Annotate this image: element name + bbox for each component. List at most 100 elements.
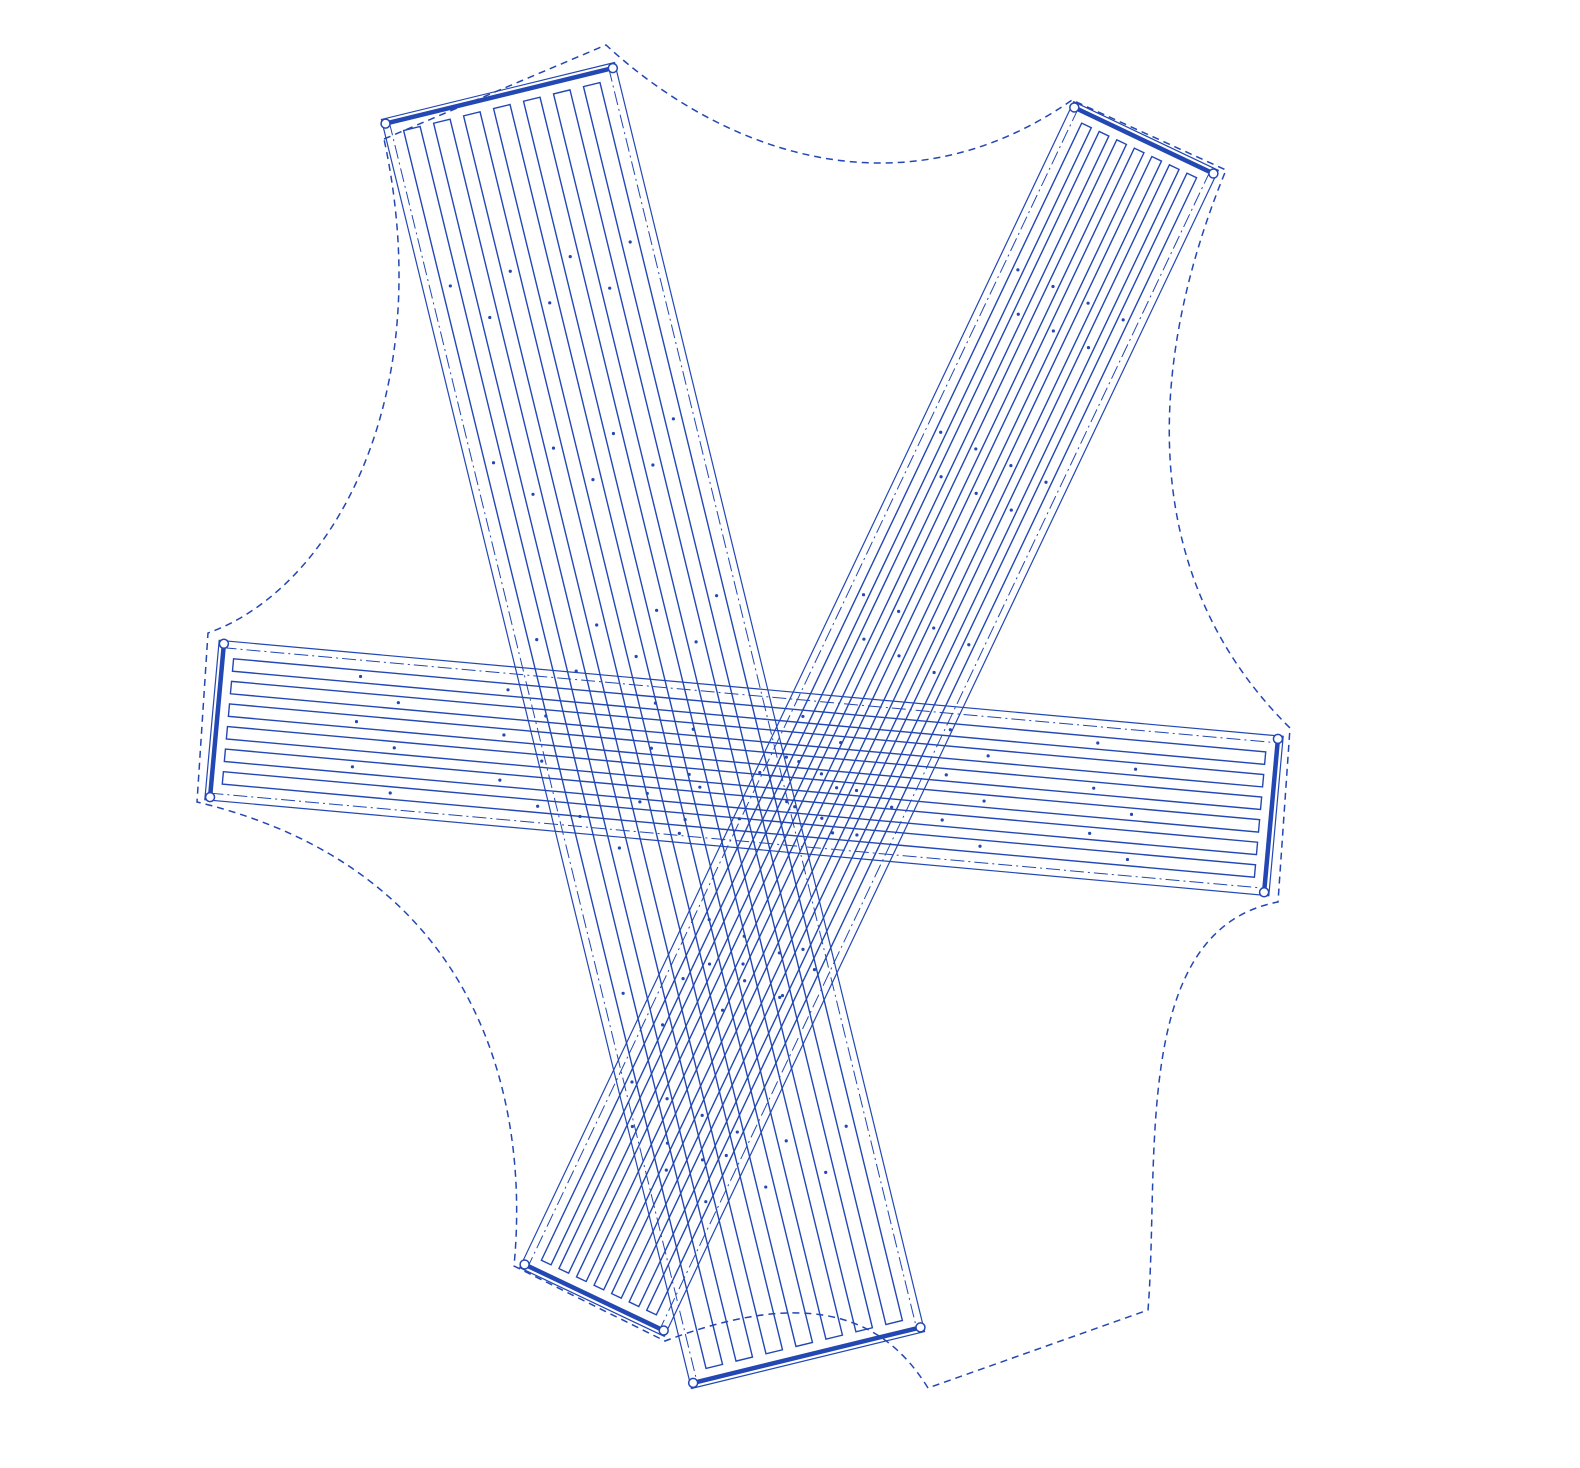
fastener-dot <box>645 791 649 796</box>
fastener-dot <box>488 315 492 320</box>
fastener-dot <box>700 1158 705 1162</box>
fastener-dot <box>621 991 625 995</box>
board-diagonal-nw-se <box>380 61 926 1390</box>
fastener-dot <box>536 804 540 808</box>
slat <box>628 163 1180 1308</box>
fastener-dot <box>784 1139 788 1143</box>
fastener-dot <box>671 417 675 421</box>
fastener-dot <box>932 626 936 630</box>
slat <box>225 725 1261 833</box>
slat <box>645 172 1198 1316</box>
fastener-dot <box>1009 508 1013 512</box>
slat <box>593 147 1145 1291</box>
fastener-dot <box>861 593 866 597</box>
fastener-dot <box>698 785 702 789</box>
board-end-cap-end <box>1261 736 1281 895</box>
fastener-dot <box>691 727 695 731</box>
fastener-dot <box>855 833 859 837</box>
fastener-dot <box>1051 329 1055 333</box>
fastener-dot <box>944 773 948 777</box>
slat <box>540 122 1093 1266</box>
fastener-dot <box>548 301 552 305</box>
fastener-dot <box>392 746 396 750</box>
fastener-dot <box>655 608 659 612</box>
fastener-dot <box>835 786 839 790</box>
fastener-dot <box>819 772 824 776</box>
fastener-dot <box>535 638 539 642</box>
slat <box>402 125 724 1370</box>
fastener-dot <box>700 1113 704 1117</box>
fastener-dot <box>687 772 691 777</box>
slat <box>582 81 904 1326</box>
fastener-dot <box>844 1124 848 1128</box>
fastener-dot <box>801 714 805 719</box>
bolt-icon <box>607 62 619 74</box>
bolt-icon <box>658 1325 669 1336</box>
slat <box>229 680 1265 788</box>
fastener-dot <box>820 816 824 820</box>
fastener-dot <box>595 623 599 627</box>
fastener-dot <box>978 844 982 848</box>
board-centerline <box>388 121 698 1384</box>
fastener-dot <box>630 1080 634 1084</box>
fastener-dot <box>1092 786 1096 790</box>
fastener-dot <box>974 491 978 496</box>
fastener-dot <box>665 1141 670 1145</box>
bolt-icon <box>380 118 391 129</box>
fastener-dot <box>1129 812 1134 816</box>
fastener-dot <box>677 831 681 835</box>
bolt-icon <box>218 638 230 650</box>
fastener-dot <box>720 1008 725 1012</box>
fastener-dot <box>491 461 496 465</box>
fastener-dot <box>638 800 642 804</box>
slat <box>221 770 1257 878</box>
fastener-dot <box>932 670 936 675</box>
fastener-dot <box>797 759 801 764</box>
fastener-dot <box>1016 312 1020 316</box>
board-diagonal-ne-sw <box>518 100 1220 1338</box>
slat <box>432 118 754 1362</box>
fastener-dot <box>1009 464 1013 468</box>
board-end-cap-start <box>1072 105 1216 176</box>
fastener-dot <box>1086 301 1090 305</box>
board-centerline <box>209 792 1266 889</box>
fastener-dot <box>551 446 556 450</box>
fastener-dot <box>982 799 986 803</box>
fastener-dot <box>854 788 859 793</box>
fastener-dot <box>967 643 971 647</box>
dashed-boundary-outline <box>196 44 1291 1389</box>
fastener-dot <box>568 255 572 259</box>
fastener-dot <box>704 1200 708 1204</box>
board-horizontal <box>204 638 1284 898</box>
slat <box>492 103 814 1348</box>
fastener-dot <box>1086 346 1091 350</box>
fastener-dot <box>784 755 788 759</box>
fastener-dot <box>544 714 548 718</box>
slat <box>522 96 844 1340</box>
board-end-cap-start <box>207 641 227 800</box>
bolt-icon <box>1069 102 1080 113</box>
fastener-dot <box>785 800 789 804</box>
fastener-dot <box>948 728 952 732</box>
fastener-dot <box>1051 284 1055 289</box>
slat <box>552 89 874 1333</box>
fastener-dot <box>741 962 745 966</box>
fastener-dot <box>1016 268 1020 272</box>
fastener-dot <box>793 805 797 809</box>
fastener-dot <box>448 284 452 288</box>
fastener-dot <box>707 917 711 922</box>
bolt-icon <box>1208 168 1219 179</box>
fastener-dot <box>743 979 747 983</box>
slat <box>231 658 1267 766</box>
fastener-dot <box>812 968 817 972</box>
fastener-dot <box>683 817 687 822</box>
fastener-dot <box>986 754 990 758</box>
board-frame <box>204 639 1284 897</box>
fastener-dot <box>354 720 359 724</box>
fastener-dot <box>830 831 835 835</box>
fastener-dot <box>660 1023 665 1027</box>
fastener-dot <box>940 818 944 822</box>
fastener-dot <box>653 701 658 705</box>
fastener-dot <box>1096 741 1100 745</box>
